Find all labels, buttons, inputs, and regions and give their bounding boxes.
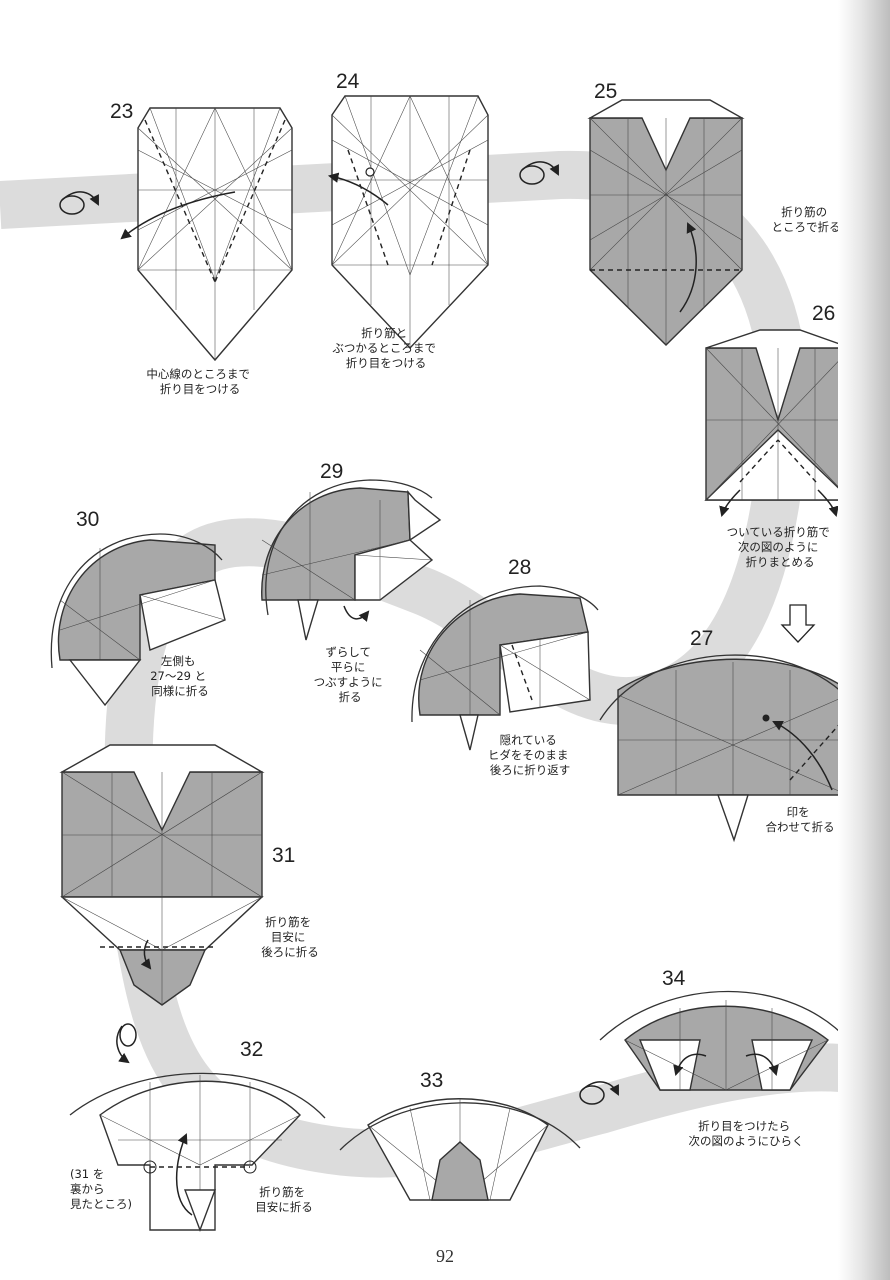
step-27: 27 印を 合わせて折る [599, 627, 861, 843]
step-number: 25 [594, 80, 617, 103]
valley-fold-line [511, 644, 533, 701]
step-note: (31 を 裏から 見たところ) [70, 1167, 132, 1211]
model-diagram [57, 539, 216, 661]
crease-lines [137, 107, 293, 360]
fold-arrow-icon [673, 1053, 707, 1077]
step-number: 33 [420, 1069, 443, 1092]
turn-over-icon [116, 1023, 137, 1064]
fold-arrow-icon [327, 172, 389, 206]
step-number: 30 [76, 508, 99, 531]
step-caption: 中心線のところまで 折り目をつける [146, 367, 253, 396]
page-number: 92 [436, 1246, 454, 1266]
step-24: 24 折り筋と ぶつかるところまで 折り目をつける [327, 70, 489, 370]
valley-fold-line [431, 149, 471, 266]
book-spine-shadow [838, 0, 890, 1280]
valley-fold-line [739, 439, 779, 483]
fold-arrow-icon [120, 191, 236, 240]
step-number: 26 [812, 302, 835, 325]
step-number: 23 [110, 100, 133, 123]
step-34: 34 折り目をつけたら 次の図のようにひらく [599, 967, 851, 1148]
step-33: 33 [339, 1069, 581, 1201]
step-28: 28 隠れている ヒダをそのまま 後ろに折り返す [411, 556, 599, 777]
fold-arrow-icon [679, 222, 697, 313]
step-29: 29 ずらして 平らに つぶすように 折る [261, 460, 442, 704]
valley-fold-line [347, 149, 389, 266]
turn-over-icon [59, 191, 99, 215]
turn-over-icon [579, 1081, 619, 1105]
step-caption: 印を 合わせて折る [766, 805, 835, 834]
step-number: 32 [240, 1038, 263, 1061]
step-number: 27 [690, 627, 713, 650]
crease-lines [589, 117, 743, 345]
step-number: 34 [662, 967, 686, 990]
fold-arrow-icon [343, 605, 370, 622]
step-number: 31 [272, 844, 295, 867]
step-30: 30 左側も 27〜29 と 同様に折る [50, 508, 226, 707]
step-31: 31 折り筋を 目安に 後ろに折る [59, 744, 319, 1006]
next-step-arrow-icon [780, 604, 816, 643]
crease-lines [261, 492, 433, 601]
step-number: 24 [336, 70, 360, 93]
step-caption: 折り筋と ぶつかるところまで 折り目をつける [332, 326, 439, 370]
fold-arrow-icon [140, 939, 152, 970]
step-caption: 折り筋の ところで折る [772, 205, 841, 234]
step-caption: 折り筋を 目安に折る [255, 1185, 313, 1214]
valley-fold-line [214, 119, 286, 283]
crease-lines [331, 95, 489, 348]
fold-arrow-icon [772, 721, 833, 791]
step-caption: 左側も 27〜29 と 同様に折る [150, 654, 210, 698]
step-caption: ずらして 平らに つぶすように 折る [314, 645, 387, 704]
valley-fold-line [777, 439, 817, 483]
crease-lines [61, 771, 263, 1005]
valley-fold-line [789, 717, 846, 781]
step-caption: ついている折り筋で 次の図のように 折りまとめる [727, 525, 834, 569]
step-32: 32 (31 を 裏から 見たところ) 折り筋を 目安に折る [69, 1038, 326, 1232]
fold-arrow-icon [719, 489, 741, 518]
crease-lines [705, 347, 852, 501]
fold-arrow-icon [745, 1053, 779, 1077]
step-number: 28 [508, 556, 531, 579]
step-caption: 隠れている ヒダをそのまま 後ろに折り返す [488, 733, 572, 777]
step-25: 25 折り筋の ところで折る [587, 80, 841, 346]
crease-lines [59, 548, 226, 661]
model-diagram [418, 593, 589, 716]
fold-arrow-icon [817, 489, 839, 518]
step-caption: 折り筋を 目安に 後ろに折る [261, 915, 319, 959]
valley-fold-line [144, 119, 216, 283]
fold-arrow-icon [175, 1133, 193, 1216]
step-number: 29 [320, 460, 343, 483]
step-caption: 折り目をつけたら 次の図のようにひらく [689, 1119, 804, 1148]
step-23: 23 中心線のところまで 折り目をつける [59, 100, 293, 396]
step-26: 26 ついている折り筋で 次の図のように 折りまとめる [704, 302, 853, 569]
turn-over-icon [519, 161, 559, 185]
